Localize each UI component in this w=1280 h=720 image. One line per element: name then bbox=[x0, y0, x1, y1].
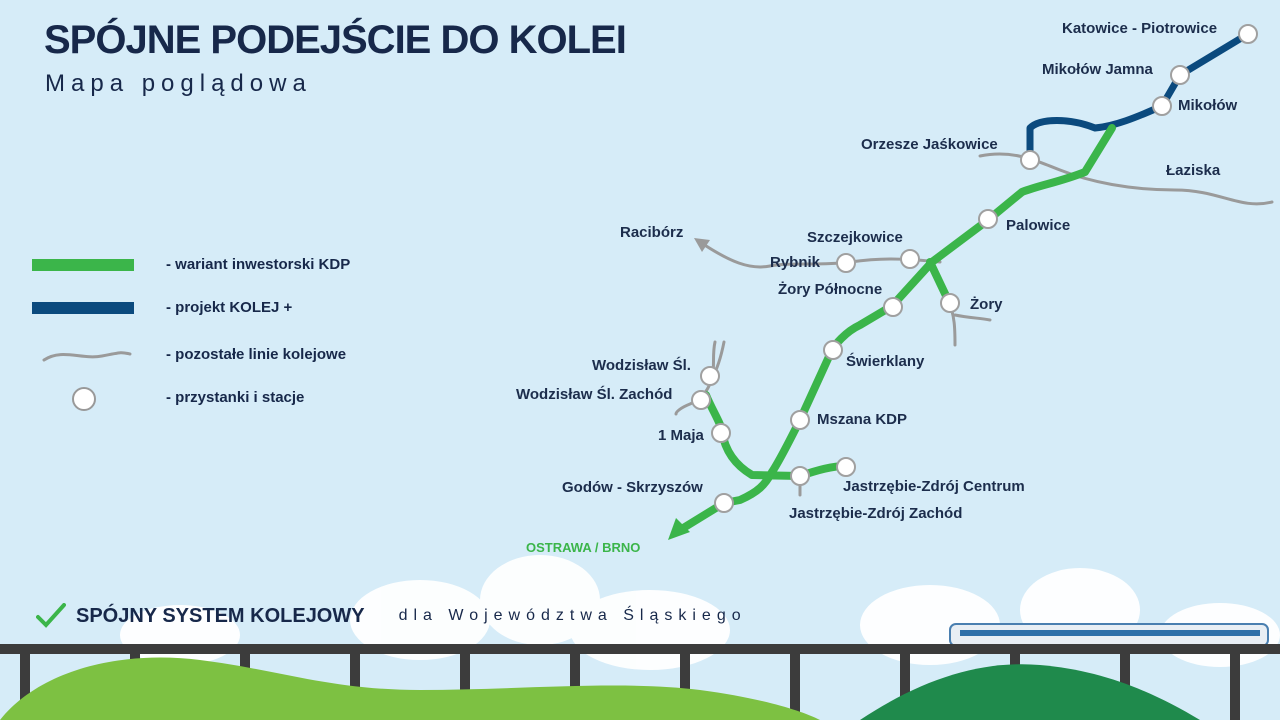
green-line-swatch bbox=[32, 259, 134, 271]
label-katowice-piotrowice: Katowice - Piotrowice bbox=[1062, 20, 1218, 37]
station-mszana bbox=[790, 410, 810, 430]
page-title: SPÓJNE PODEJŚCIE DO KOLEI bbox=[44, 18, 627, 62]
station-mikolow-jamna bbox=[1170, 65, 1190, 85]
label-jastrzebie-zachod: Jastrzębie-Zdrój Zachód bbox=[789, 505, 963, 522]
station-jastrzebie-centrum bbox=[836, 457, 856, 477]
bridge-deck bbox=[0, 644, 1280, 654]
label-zory-polnocne: Żory Północne bbox=[778, 281, 883, 298]
train-windows bbox=[960, 630, 1260, 636]
stations bbox=[691, 24, 1258, 513]
landscape-illustration bbox=[0, 555, 1280, 720]
station-swierklany bbox=[823, 340, 843, 360]
destination-label: OSTRAWA / BRNO bbox=[526, 540, 641, 555]
rail-map bbox=[668, 24, 1274, 540]
station-zory bbox=[940, 293, 960, 313]
legend-item-kolej-plus: - projekt KOLEJ + bbox=[32, 293, 392, 323]
legend-label: - projekt KOLEJ + bbox=[166, 299, 293, 316]
station-circle-icon bbox=[72, 387, 96, 411]
other-rail-lines bbox=[674, 152, 1274, 497]
label-szczejkowice: Szczejkowice bbox=[807, 229, 903, 246]
label-wodzislaw-zachod: Wodzisław Śl. Zachód bbox=[516, 386, 673, 403]
line-rybnik-raciborz bbox=[698, 240, 942, 269]
label-mikolow: Mikołów bbox=[1178, 97, 1238, 114]
footer: SPÓJNY SYSTEM KOLEJOWY dla Województwa Ś… bbox=[36, 603, 747, 629]
station-szczejkowice bbox=[900, 249, 920, 269]
footer-main-text: SPÓJNY SYSTEM KOLEJOWY bbox=[76, 604, 365, 627]
label-swierklany: Świerklany bbox=[846, 353, 925, 370]
kolej-plus-line bbox=[1026, 30, 1252, 162]
label-1-maja: 1 Maja bbox=[658, 427, 704, 444]
label-palowice: Palowice bbox=[1006, 217, 1071, 234]
page-subtitle: Mapa poglądowa bbox=[45, 70, 312, 97]
blue-line-swatch bbox=[32, 302, 134, 314]
legend-item-stations: - przystanki i stacje bbox=[32, 383, 392, 413]
green-hills bbox=[0, 657, 820, 720]
checkmark-icon bbox=[36, 603, 66, 628]
arrow-south-icon bbox=[668, 518, 690, 540]
label-wodzislaw: Wodzisław Śl. bbox=[592, 357, 691, 374]
label-laziska: Łaziska bbox=[1166, 162, 1221, 179]
station-rybnik bbox=[836, 253, 856, 273]
grey-line-swatch bbox=[42, 351, 132, 362]
kdp-line bbox=[676, 124, 1116, 534]
legend-label: - przystanki i stacje bbox=[166, 389, 305, 406]
label-zory: Żory bbox=[970, 296, 1003, 313]
dark-hill bbox=[860, 664, 1200, 720]
footer-sub-text: dla Województwa Śląskiego bbox=[398, 607, 747, 624]
label-raciborz: Racibórz bbox=[620, 224, 684, 241]
station-mikolow bbox=[1152, 96, 1172, 116]
label-orzesze: Orzesze Jaśkowice bbox=[861, 136, 998, 153]
label-rybnik: Rybnik bbox=[770, 254, 821, 271]
station-wodzislaw bbox=[700, 366, 720, 386]
legend-item-other-lines: - pozostałe linie kolejowe bbox=[32, 340, 392, 370]
station-godow bbox=[714, 493, 734, 513]
label-jastrzebie-centrum: Jastrzębie-Zdrój Centrum bbox=[843, 478, 1025, 495]
legend-label: - wariant inwestorski KDP bbox=[166, 256, 351, 273]
station-palowice bbox=[978, 209, 998, 229]
legend-label: - pozostałe linie kolejowe bbox=[166, 346, 347, 363]
arrow-raciborz-icon bbox=[694, 238, 710, 252]
label-mikolow-jamna: Mikołów Jamna bbox=[1042, 61, 1153, 78]
station-jastrzebie-zachod bbox=[790, 466, 810, 486]
station-orzesze bbox=[1020, 150, 1040, 170]
station-1-maja bbox=[711, 423, 731, 443]
station-wodzislaw-zachod bbox=[691, 390, 711, 410]
station-katowice-piotrowice bbox=[1238, 24, 1258, 44]
legend-item-kdp: - wariant inwestorski KDP bbox=[32, 250, 392, 280]
station-zory-polnocne bbox=[883, 297, 903, 317]
label-godow: Godów - Skrzyszów bbox=[562, 479, 703, 496]
label-mszana: Mszana KDP bbox=[817, 411, 908, 428]
